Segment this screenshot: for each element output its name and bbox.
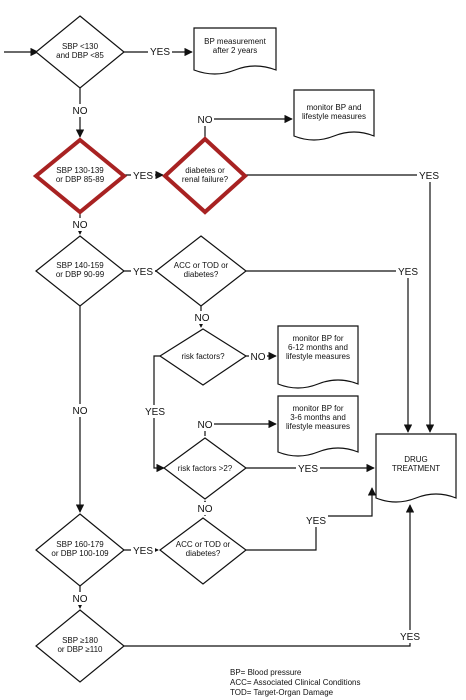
- edge-d7-r4: [204, 419, 277, 436]
- edge-d3-r2: [204, 114, 293, 137]
- label-yes-d9: YES: [306, 516, 326, 527]
- result-bp-after-2-years: [193, 27, 277, 75]
- result-monitor-lifestyle: [293, 89, 375, 141]
- label-yes-d3: YES: [419, 171, 439, 182]
- label-yes-d5: YES: [398, 267, 418, 278]
- node-text-d6: risk factors?: [181, 352, 225, 361]
- decision-risk-factors: [158, 328, 248, 386]
- label-no-d6: NO: [251, 352, 266, 363]
- label-no-d2: NO: [73, 220, 88, 231]
- decision-risk-factors-gt2: [162, 437, 248, 500]
- result-monitor-3-6: [277, 395, 359, 457]
- label-no-d5: NO: [195, 313, 210, 324]
- label-yes-d6: YES: [145, 407, 165, 418]
- label-no-d8: NO: [73, 594, 88, 605]
- label-no-d4: NO: [73, 406, 88, 417]
- result-monitor-6-12: [277, 325, 359, 389]
- edge-d3-r5: [246, 174, 435, 433]
- label-no-d3: NO: [198, 115, 213, 126]
- label-no-d9: NO: [198, 504, 213, 515]
- label-yes-d7: YES: [298, 464, 318, 475]
- decision-diabetes-renal: [162, 136, 248, 215]
- label-no-d1: NO: [73, 106, 88, 117]
- decision-sbp-under-130: [35, 15, 125, 89]
- decision-acc-tod-2: [159, 517, 247, 585]
- decision-sbp-180: [35, 609, 125, 683]
- decision-sbp-140-159: [35, 235, 125, 307]
- node-text-d7: risk factors >2?: [178, 464, 233, 473]
- result-drug-treatment: [375, 433, 457, 503]
- legend: BP= Blood pressure ACC= Associated Clini…: [230, 668, 361, 697]
- edge-labels: YES NO YES NO YES NO YES YES NO NO YES N…: [72, 45, 441, 643]
- decision-sbp-130-139: [32, 137, 128, 215]
- label-yes-d4: YES: [133, 267, 153, 278]
- label-yes-d8: YES: [133, 546, 153, 557]
- decision-acc-tod-1: [155, 235, 247, 307]
- legend-line-tod: TOD= Target-Organ Damage: [230, 688, 334, 697]
- label-yes-d2: YES: [133, 171, 153, 182]
- legend-line-acc: ACC= Associated Clinical Conditions: [230, 678, 361, 687]
- legend-line-bp: BP= Blood pressure: [230, 668, 302, 677]
- label-yes-d10: YES: [400, 632, 420, 643]
- edge-d10-r5: [124, 504, 415, 647]
- decision-sbp-160-179: [35, 513, 125, 587]
- label-yes-d1: YES: [150, 47, 170, 58]
- shapes: [32, 15, 457, 683]
- label-no-d7: NO: [198, 420, 213, 431]
